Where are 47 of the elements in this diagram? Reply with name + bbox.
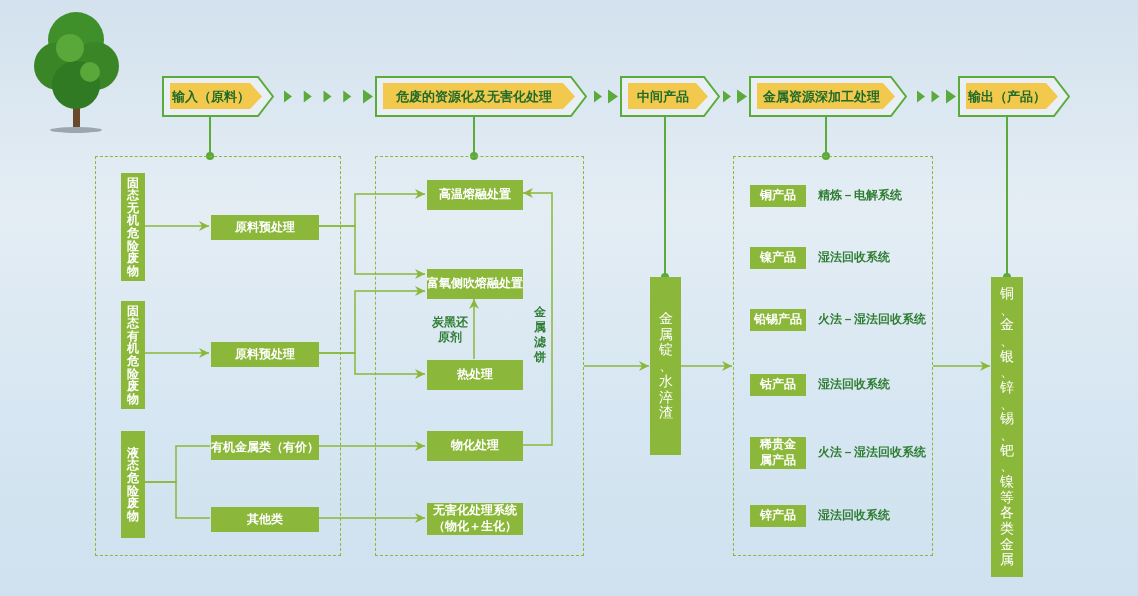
result-bar: 铜、金、银、锌、锡、钯、镍等各类金属 xyxy=(991,277,1023,577)
product-box: 铅锡产品 xyxy=(750,309,806,331)
product-box: 稀贵金属产品 xyxy=(750,437,806,469)
edge-label: 金属滤饼 xyxy=(533,305,547,365)
process-label: 火法－湿法回收系统 xyxy=(818,445,926,460)
process-label: 湿法回收系统 xyxy=(818,250,890,265)
process-label: 精炼－电解系统 xyxy=(818,188,902,203)
process-box: 物化处理 xyxy=(427,431,523,461)
stage-banner: 输入（原料） xyxy=(162,76,274,117)
connector-line xyxy=(470,116,478,160)
dashed-group-box xyxy=(733,156,933,556)
connector-line xyxy=(206,116,214,160)
process-label: 火法－湿法回收系统 xyxy=(818,312,926,327)
stage-banner: 危废的资源化及无害化处理 xyxy=(375,76,587,117)
process-box: 原料预处理 xyxy=(211,342,319,367)
process-box: 无害化处理系统（物化＋生化） xyxy=(427,503,523,535)
arrow xyxy=(932,361,991,371)
edge-label: 炭黑还原剂 xyxy=(432,315,468,345)
stage-banner: 中间产品 xyxy=(620,76,720,117)
waste-type-box: 液态危险废物 xyxy=(121,431,145,538)
process-box: 其他类 xyxy=(211,507,319,532)
process-box: 高温熔融处置 xyxy=(427,180,523,210)
arrow xyxy=(469,298,479,360)
product-box: 钴产品 xyxy=(750,374,806,396)
product-box: 锌产品 xyxy=(750,505,806,527)
process-box: 热处理 xyxy=(427,360,523,390)
arrow xyxy=(583,361,650,371)
connector-line xyxy=(822,116,830,160)
stage-banner: 金属资源深加工处理 xyxy=(749,76,907,117)
process-box: 富氧侧吹熔融处置 xyxy=(427,269,523,299)
waste-type-box: 固态有机危险废物 xyxy=(121,301,145,409)
chevron-arrows xyxy=(723,89,747,104)
process-label: 湿法回收系统 xyxy=(818,508,890,523)
chevron-arrows xyxy=(284,89,373,104)
process-box: 原料预处理 xyxy=(211,215,319,240)
process-box: 有机金属类（有价） xyxy=(211,435,319,460)
result-bar: 金属锭、水淬渣 xyxy=(650,277,681,455)
waste-type-box: 固态无机危险废物 xyxy=(121,173,145,281)
stage-banner: 输出（产品） xyxy=(958,76,1070,117)
dashed-group-box xyxy=(95,156,341,556)
chevron-arrows xyxy=(594,89,618,104)
product-box: 铜产品 xyxy=(750,185,806,207)
process-label: 湿法回收系统 xyxy=(818,377,890,392)
product-box: 镍产品 xyxy=(750,247,806,269)
dashed-group-box xyxy=(375,156,584,556)
arrow xyxy=(680,361,733,371)
chevron-arrows xyxy=(917,89,956,104)
